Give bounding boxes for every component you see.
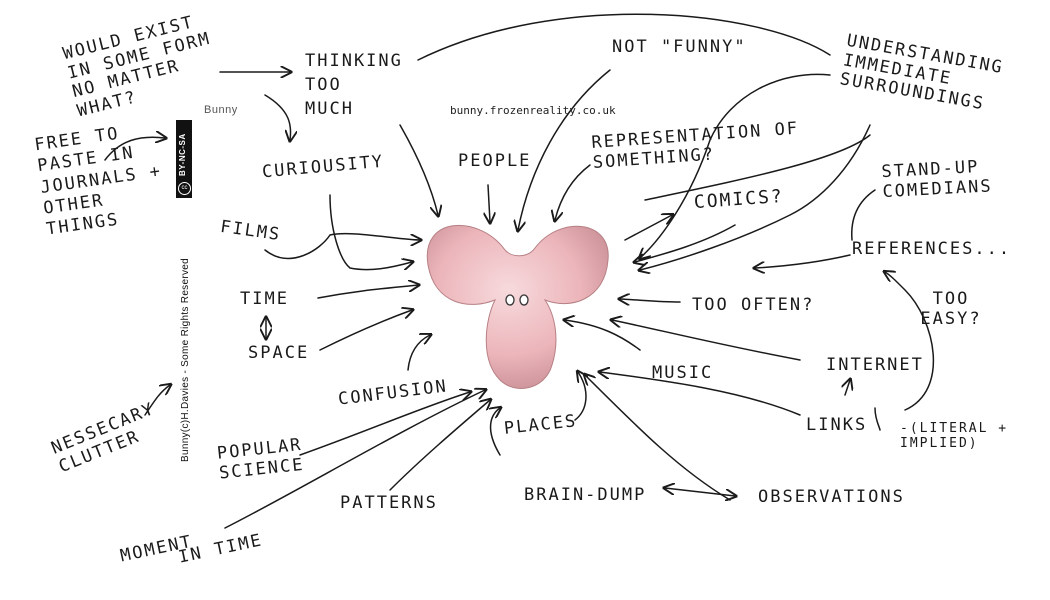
label-observations: OBSERVATIONS [758, 487, 905, 507]
label-too-easy: TOO EASY? [920, 289, 982, 329]
label-internet: INTERNET [826, 355, 924, 375]
label-time: TIME [240, 289, 289, 309]
cc-icon: cc [178, 182, 191, 195]
site-url: bunny.frozenreality.co.uk [450, 104, 616, 117]
label-free-to-paste: FREE TO PASTE IN JOURNALS + OTHER THINGS [33, 123, 164, 240]
license-badge: cc BY-NC-SA [176, 120, 192, 198]
copyright-notice: Bunny(c)H.Davies - Some Rights Reserved [180, 258, 191, 462]
connector-lines [104, 13, 935, 529]
label-stand-up: STAND-UP COMEDIANS [881, 157, 994, 202]
label-links: LINKS [806, 415, 868, 435]
label-references: REFERENCES... [852, 239, 1012, 259]
bunny-head-icon [426, 224, 609, 389]
label-space: SPACE [248, 343, 310, 363]
label-people: PEOPLE [458, 151, 532, 171]
label-patterns: PATTERNS [340, 493, 438, 513]
author-watermark: Bunny [204, 104, 238, 116]
label-brain-dump: BRAIN-DUMP [524, 485, 647, 505]
label-thinking-too-much: THINKING TOO MUCH [305, 51, 403, 119]
label-too-often: TOO OFTEN? [692, 295, 815, 315]
label-music: MUSIC [652, 363, 714, 383]
license-text: BY-NC-SA [178, 133, 187, 176]
label-literal-implied: -(LITERAL + IMPLIED) [900, 421, 1009, 451]
label-not-funny: NOT "FUNNY" [612, 37, 747, 57]
